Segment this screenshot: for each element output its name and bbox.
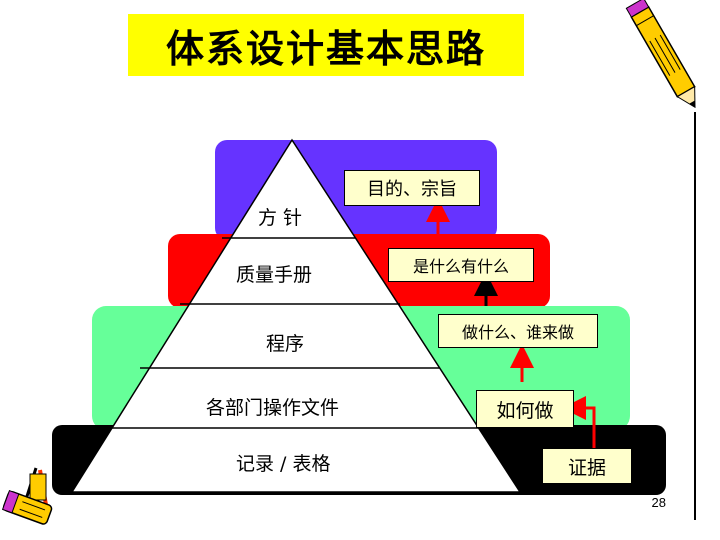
- arrow-connector: [562, 396, 596, 448]
- layer-label-policy: 方 针: [258, 207, 303, 229]
- pencil-cup-icon: [1, 467, 53, 525]
- callout-evidence: 证据: [542, 448, 632, 484]
- layer-label-manual: 质量手册: [236, 264, 313, 286]
- layer-label-records: 记录 / 表格: [236, 453, 331, 475]
- title-banner: 体系设计基本思路: [128, 14, 524, 76]
- layer-label-procedure: 程序: [266, 333, 305, 355]
- pyramid-triangle: [70, 138, 522, 493]
- callout-purpose: 目的、宗旨: [344, 170, 480, 206]
- layer-label-work-instructions: 各部门操作文件: [206, 397, 340, 419]
- page-title: 体系设计基本思路: [165, 26, 486, 71]
- pencil-icon: [625, 0, 696, 109]
- callout-what: 是什么有什么: [388, 248, 534, 282]
- callout-how: 如何做: [476, 390, 574, 428]
- page-number: 28: [651, 495, 666, 510]
- callout-who: 做什么、谁来做: [438, 314, 598, 348]
